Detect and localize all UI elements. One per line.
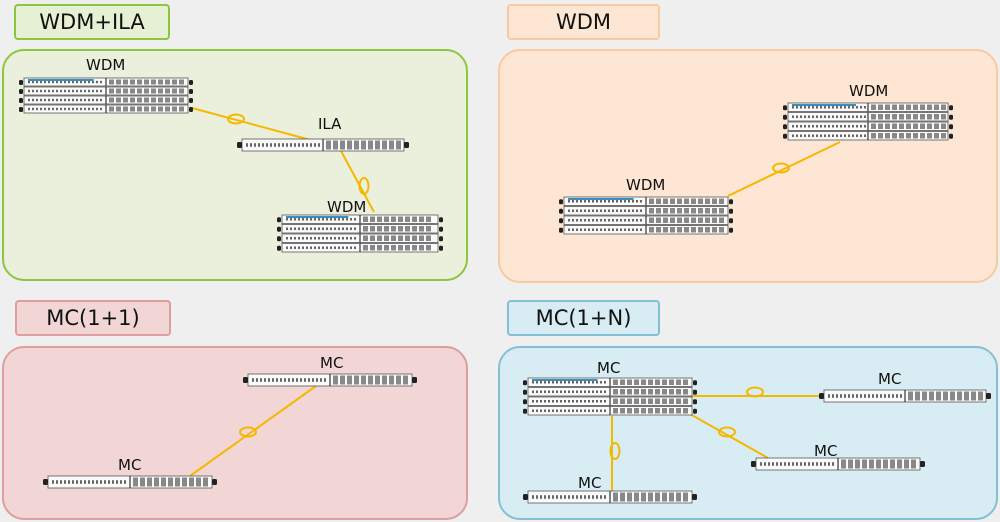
mc-chassis-icon bbox=[523, 377, 697, 416]
wdm-node-label: WDM bbox=[849, 82, 889, 100]
fiber-spool-icon bbox=[772, 162, 790, 174]
ila-device-icon bbox=[237, 138, 409, 152]
fiber-spool-icon bbox=[746, 386, 764, 398]
wdm-ila-node-label: WDM bbox=[327, 198, 367, 216]
fiber-link bbox=[189, 385, 317, 477]
wdm-panel bbox=[498, 49, 998, 283]
fiber-spool-icon bbox=[718, 426, 736, 438]
mc-1plusn-tag: MC(1+N) bbox=[507, 300, 660, 336]
mc-device-icon bbox=[243, 373, 417, 387]
wdm-tag: WDM bbox=[507, 4, 660, 40]
wdm-chassis-icon bbox=[19, 77, 193, 114]
fiber-spool-icon bbox=[358, 177, 370, 195]
mc-1plus1-node-label: MC bbox=[320, 354, 344, 372]
fiber-link bbox=[727, 141, 841, 197]
mc-1plusn-node-label: MC bbox=[597, 359, 621, 377]
wdm-ila-tag: WDM+ILA bbox=[14, 4, 170, 40]
wdm-node-label: WDM bbox=[626, 176, 666, 194]
wdm-chassis-icon bbox=[783, 102, 953, 141]
mc-device-icon bbox=[43, 475, 217, 489]
fiber-link bbox=[340, 150, 375, 213]
wdm-chassis-icon bbox=[559, 196, 733, 235]
fiber-spool-icon bbox=[609, 442, 621, 460]
wdm-ila-node-label: WDM bbox=[86, 56, 126, 74]
wdm-chassis-icon bbox=[277, 214, 443, 253]
fiber-spool-icon bbox=[239, 426, 257, 438]
mc-1plusn-node-label: MC bbox=[878, 370, 902, 388]
mc-1plusn-node-label: MC bbox=[814, 442, 838, 460]
mc-1plus1-node-label: MC bbox=[118, 456, 142, 474]
mc-device-icon bbox=[819, 389, 991, 403]
mc-1plus1-tag: MC(1+1) bbox=[15, 300, 171, 336]
mc-device-icon bbox=[523, 490, 697, 504]
wdm-ila-node-label: ILA bbox=[318, 115, 342, 133]
mc-device-icon bbox=[751, 457, 925, 471]
mc-1plusn-node-label: MC bbox=[578, 474, 602, 492]
fiber-link bbox=[191, 107, 319, 143]
fiber-spool-icon bbox=[227, 113, 245, 125]
